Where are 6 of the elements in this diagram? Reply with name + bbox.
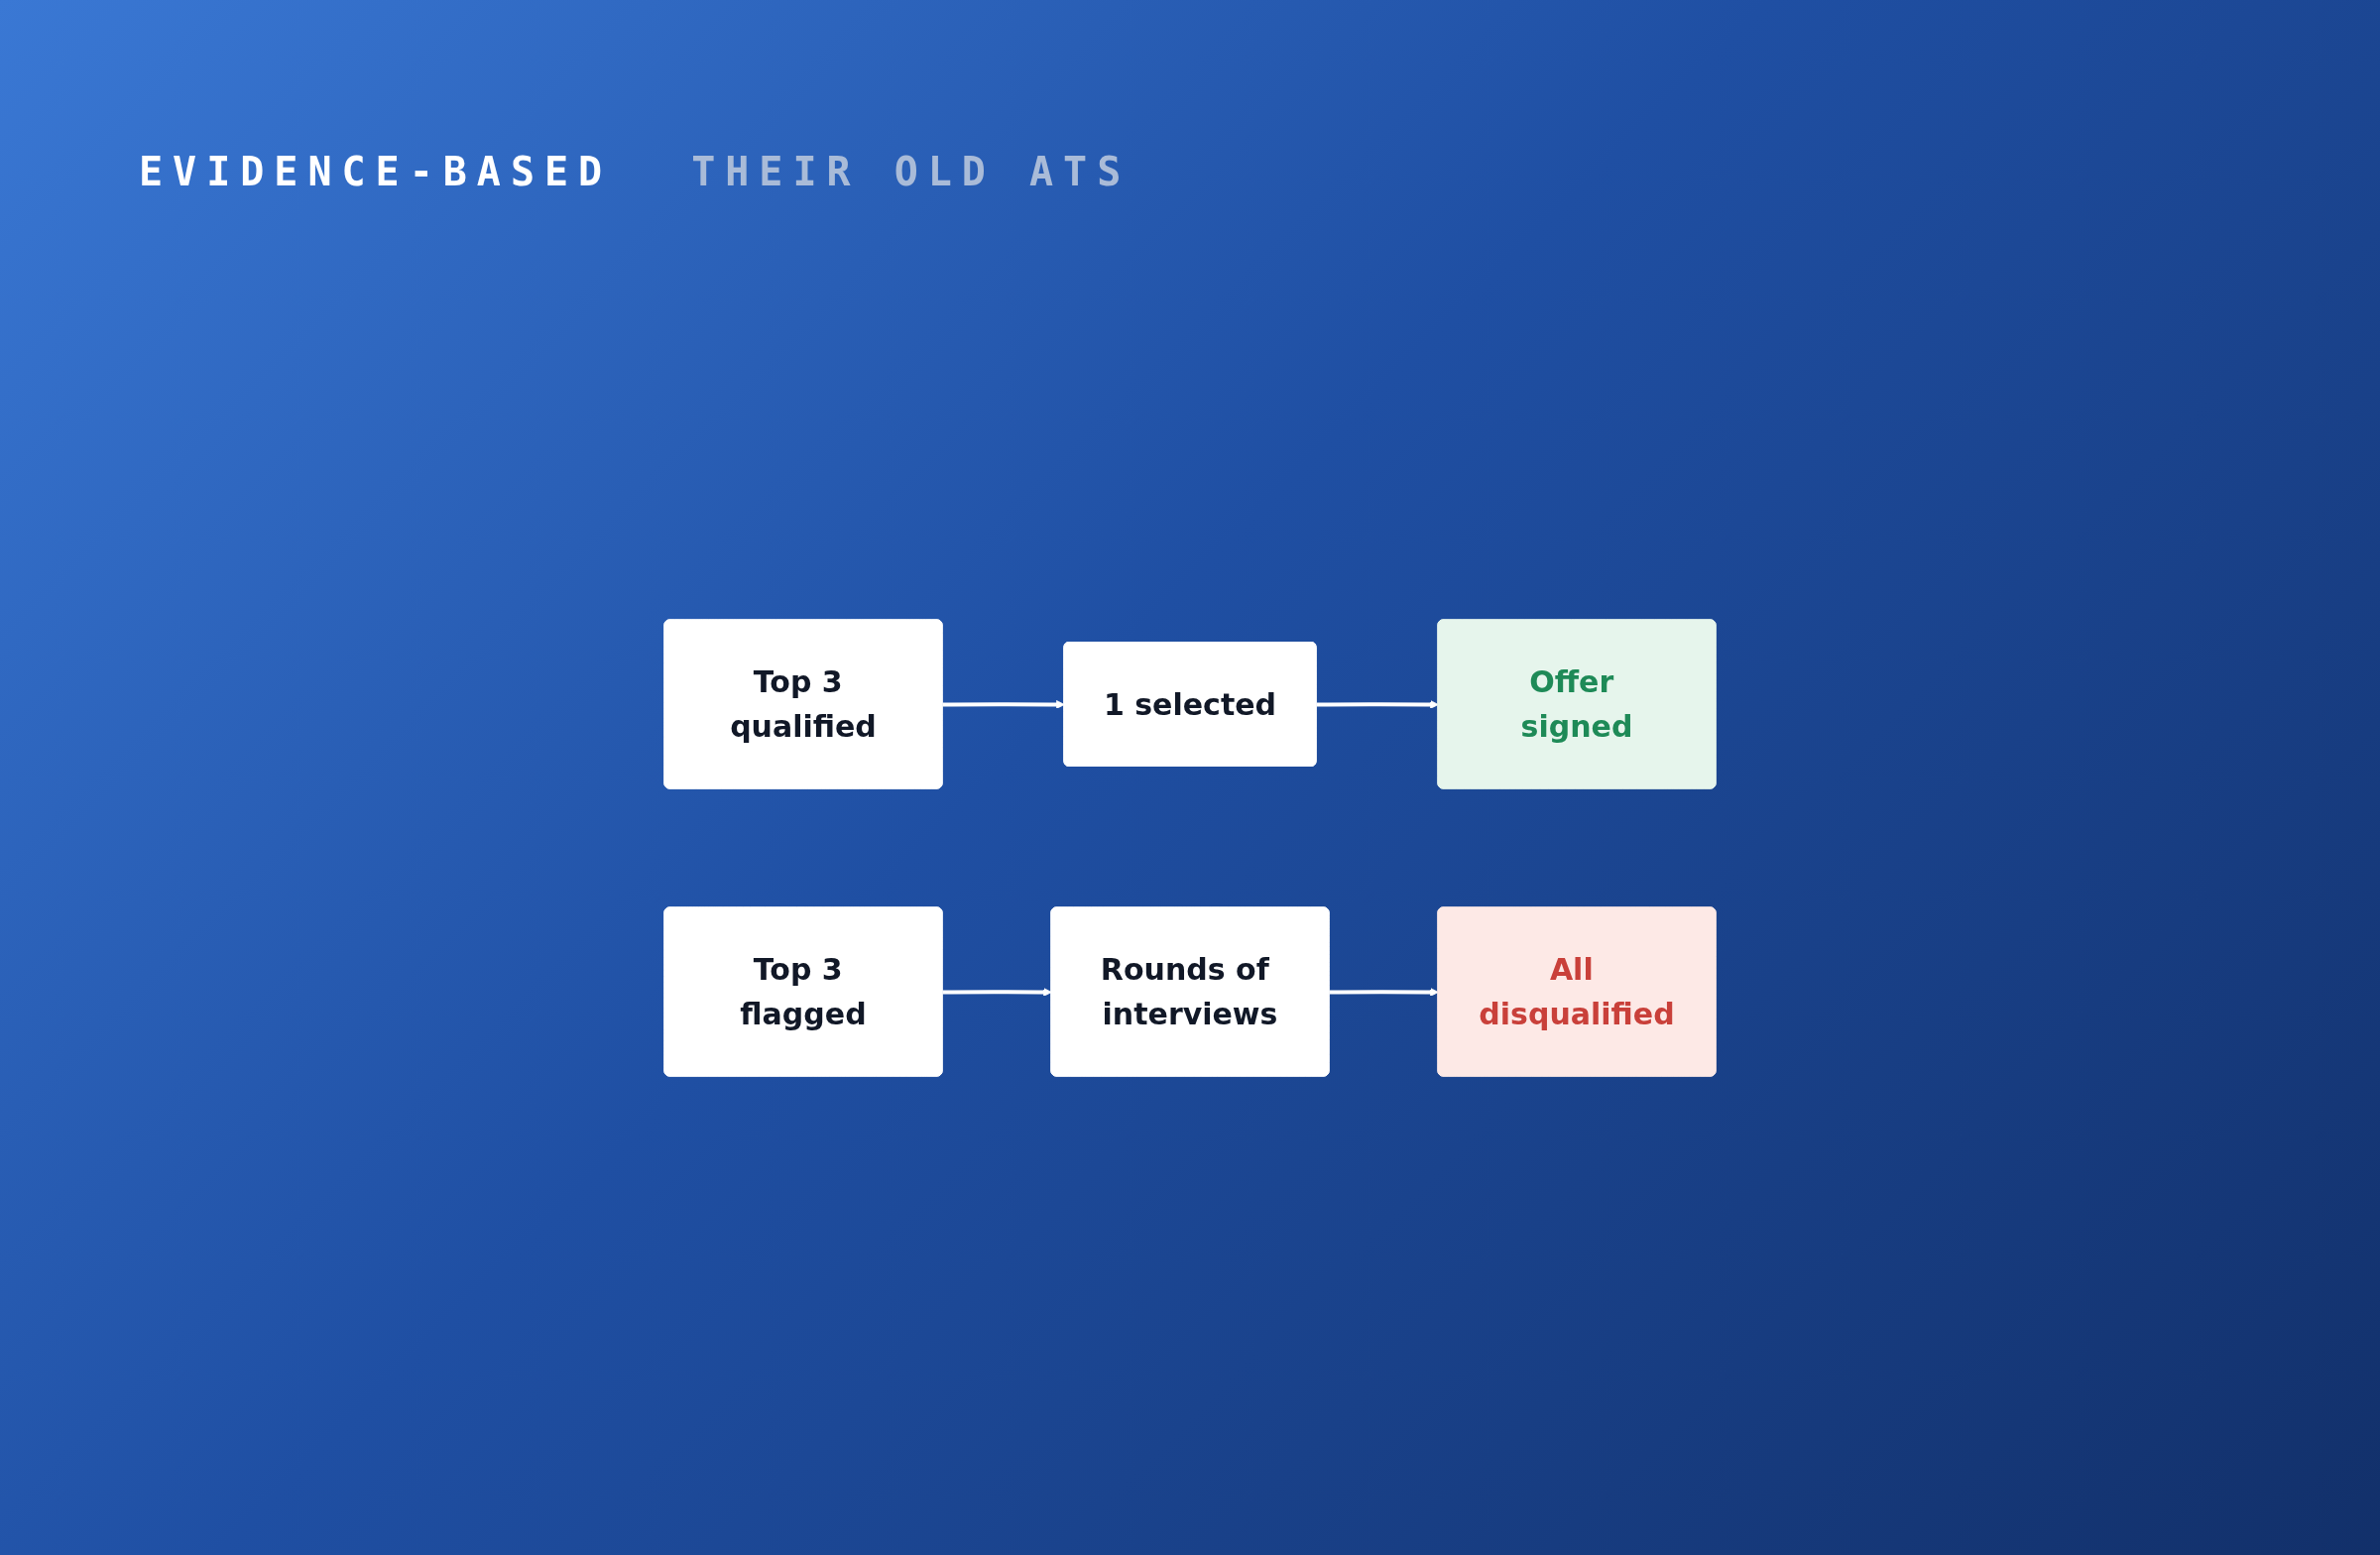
arrow — [1329, 988, 1439, 997]
arrow — [942, 700, 1065, 709]
arrow — [1316, 700, 1439, 709]
section-heading: THEIR OLD ATS — [691, 149, 1131, 194]
section-heading: EVIDENCE-BASED — [139, 149, 613, 194]
arrow — [942, 988, 1052, 997]
